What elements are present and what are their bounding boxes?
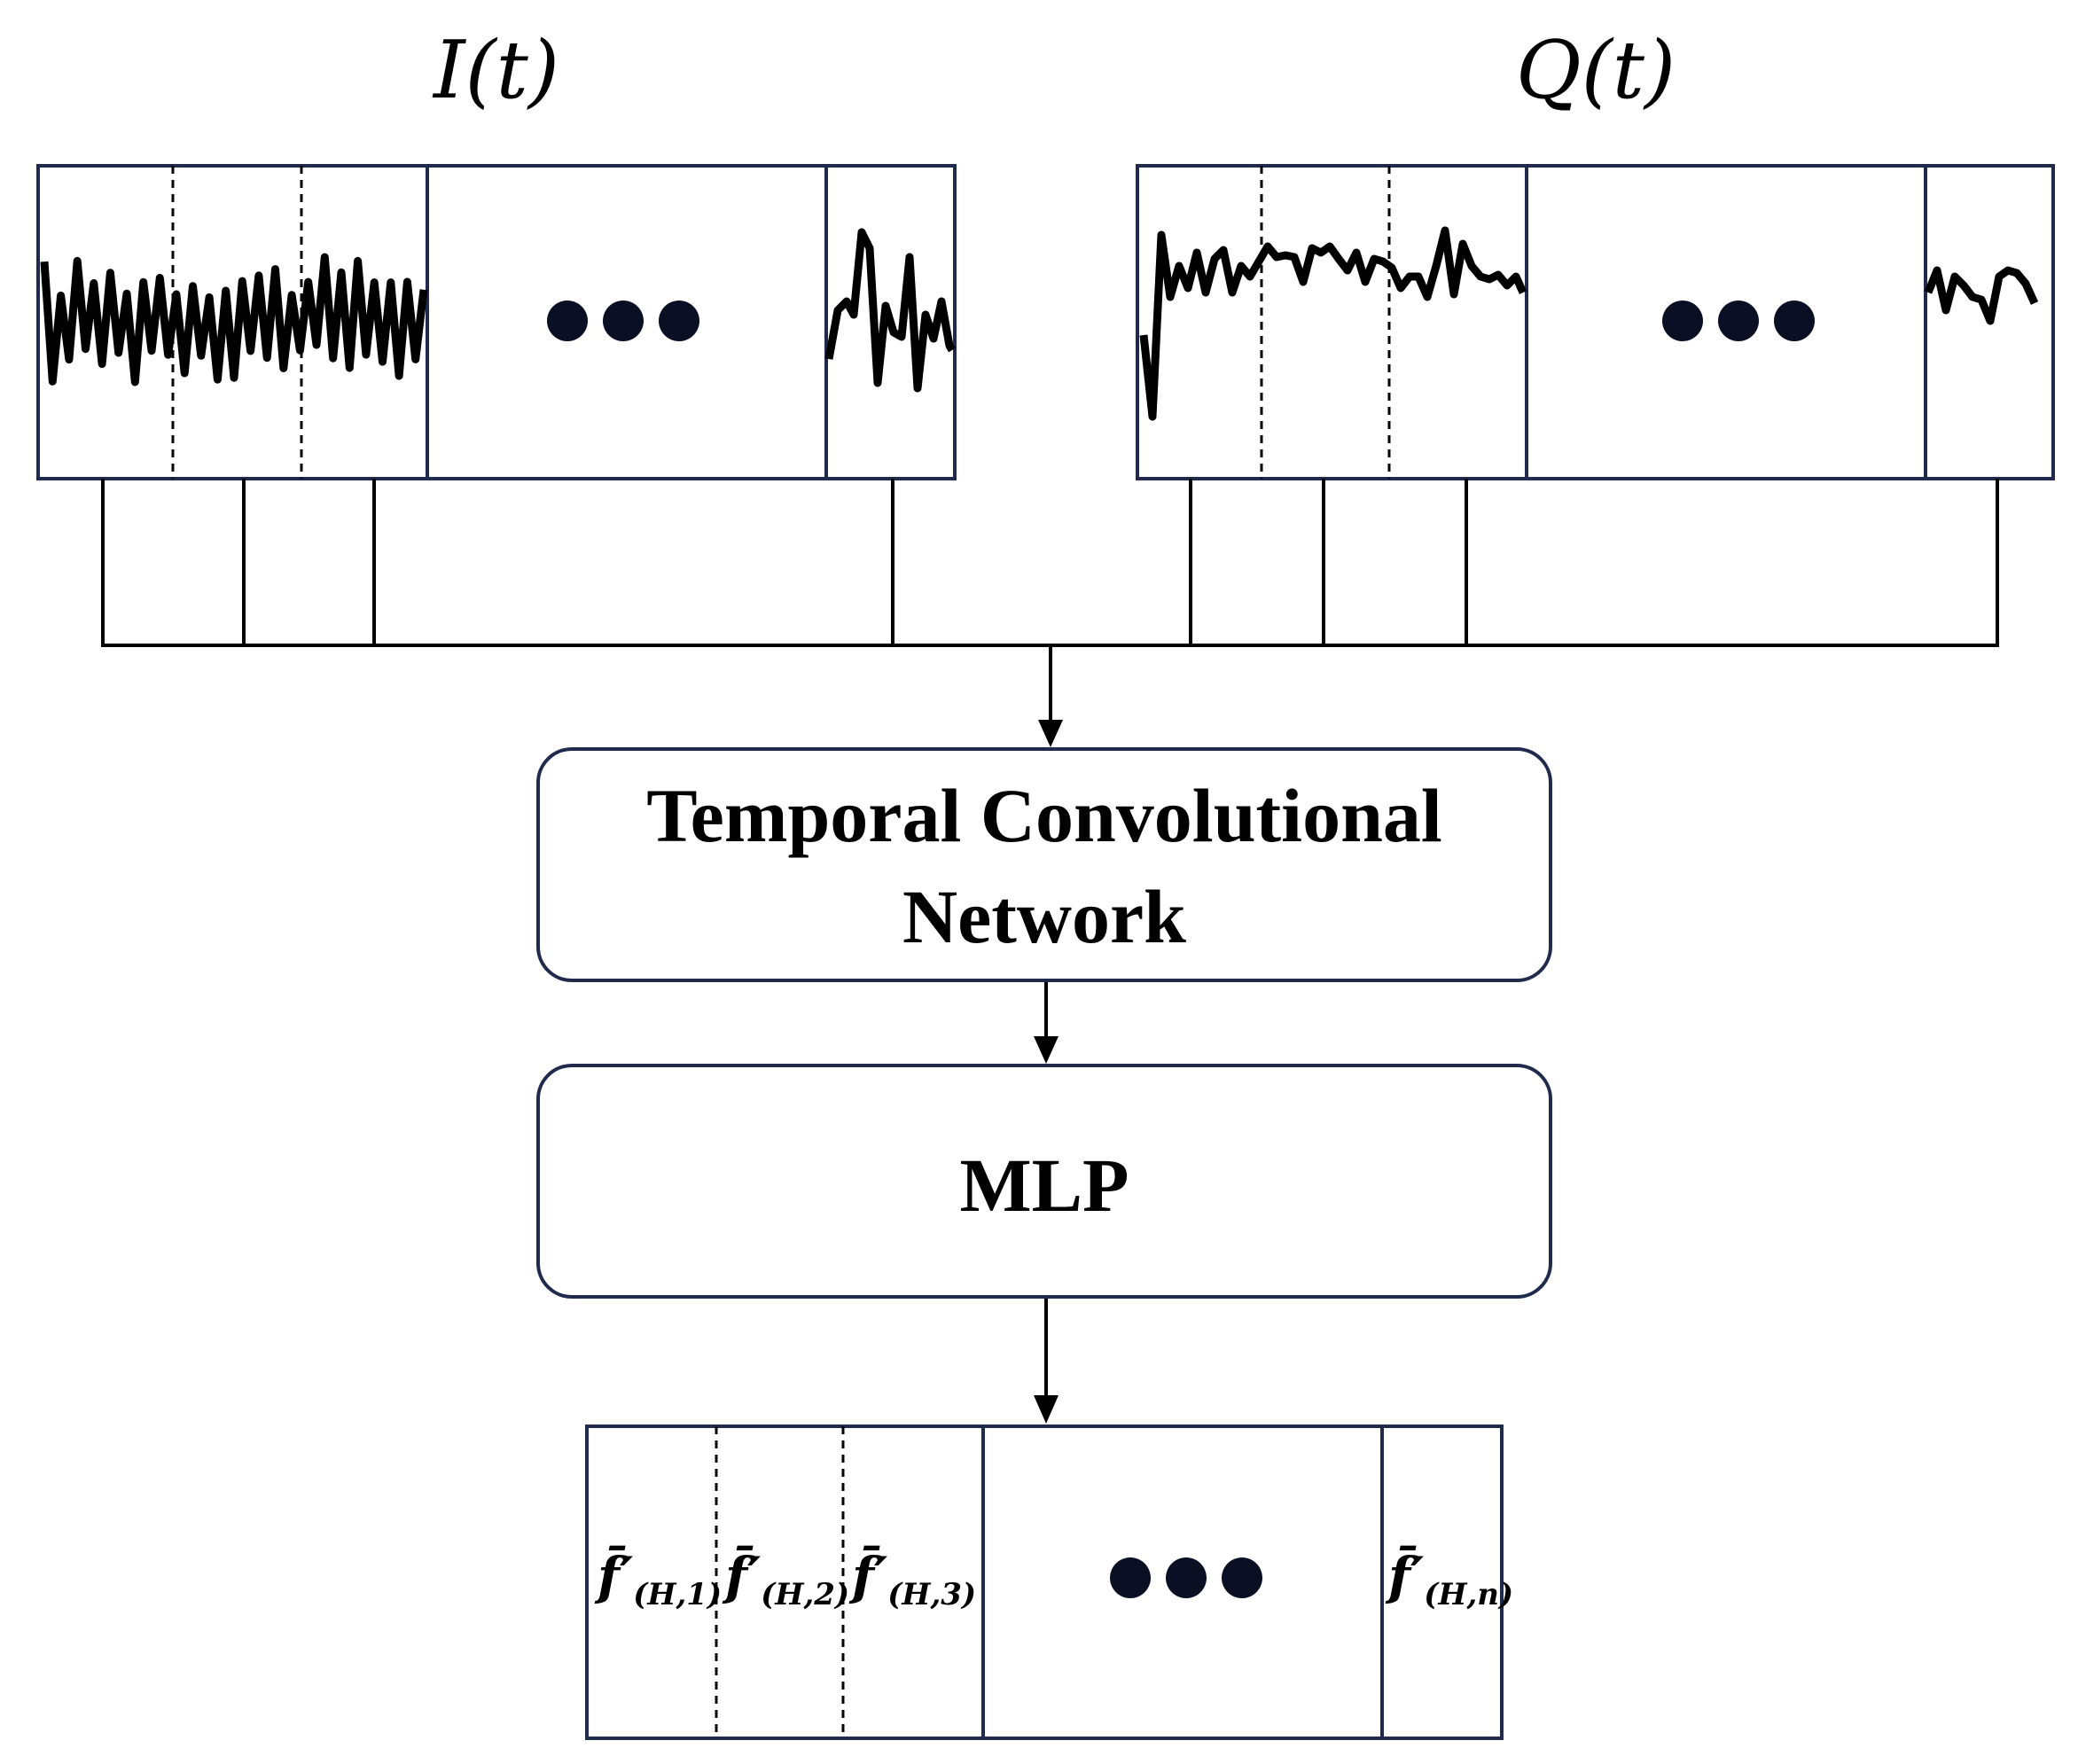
connector-bus: [101, 479, 1999, 647]
i-signal-panel: [36, 164, 957, 480]
mlp-label: MLP: [959, 1143, 1129, 1228]
feature-label-2: f̄′(H,2): [722, 1544, 849, 1612]
output-panel-frame: [585, 1424, 1504, 1740]
ellipsis-dot: [1774, 301, 1815, 341]
feature-label-n: f̄′(H,n): [1385, 1544, 1513, 1612]
arrow-head: [1034, 1036, 1059, 1064]
q-signal-panel: [1136, 164, 2055, 480]
ellipsis-dot: [659, 301, 699, 341]
i-waveform: [40, 253, 428, 386]
i-waveform-tail: [824, 228, 956, 393]
arrow-head: [1034, 1395, 1059, 1424]
ellipsis-dot: [1662, 301, 1703, 341]
q-signal-title: Q(t): [1516, 24, 1676, 117]
ellipsis-dot: [1110, 1557, 1151, 1598]
q-waveform-tail: [1924, 266, 2039, 325]
output-feature-panel: f̄′(H,1) f̄′(H,2) f̄′(H,3) f̄′(H,n): [585, 1424, 1513, 1740]
ellipsis-dot: [1166, 1557, 1207, 1598]
tcn-block: Temporal Convolutional Network: [536, 747, 1552, 982]
feature-label-1: f̄′(H,1): [594, 1544, 722, 1612]
tcn-box: [536, 747, 1552, 982]
ellipsis-dot: [1718, 301, 1759, 341]
q-panel-frame: [1136, 164, 2055, 480]
ellipsis-dot: [547, 301, 588, 341]
feature-label-3: f̄′(H,3): [848, 1544, 976, 1612]
mlp-box: [536, 1064, 1552, 1299]
arrow-head: [1038, 720, 1063, 747]
ellipsis-dot: [1222, 1557, 1262, 1598]
ellipsis-dot: [603, 301, 644, 341]
flow-arrows: [1034, 645, 1063, 1424]
mlp-block: MLP: [536, 1064, 1552, 1299]
q-waveform: [1139, 226, 1527, 421]
i-panel-frame: [36, 164, 957, 480]
tcn-label-line2: Network: [902, 874, 1186, 959]
tcn-label-line1: Temporal Convolutional: [646, 773, 1442, 858]
i-signal-title: I(t): [432, 24, 559, 117]
